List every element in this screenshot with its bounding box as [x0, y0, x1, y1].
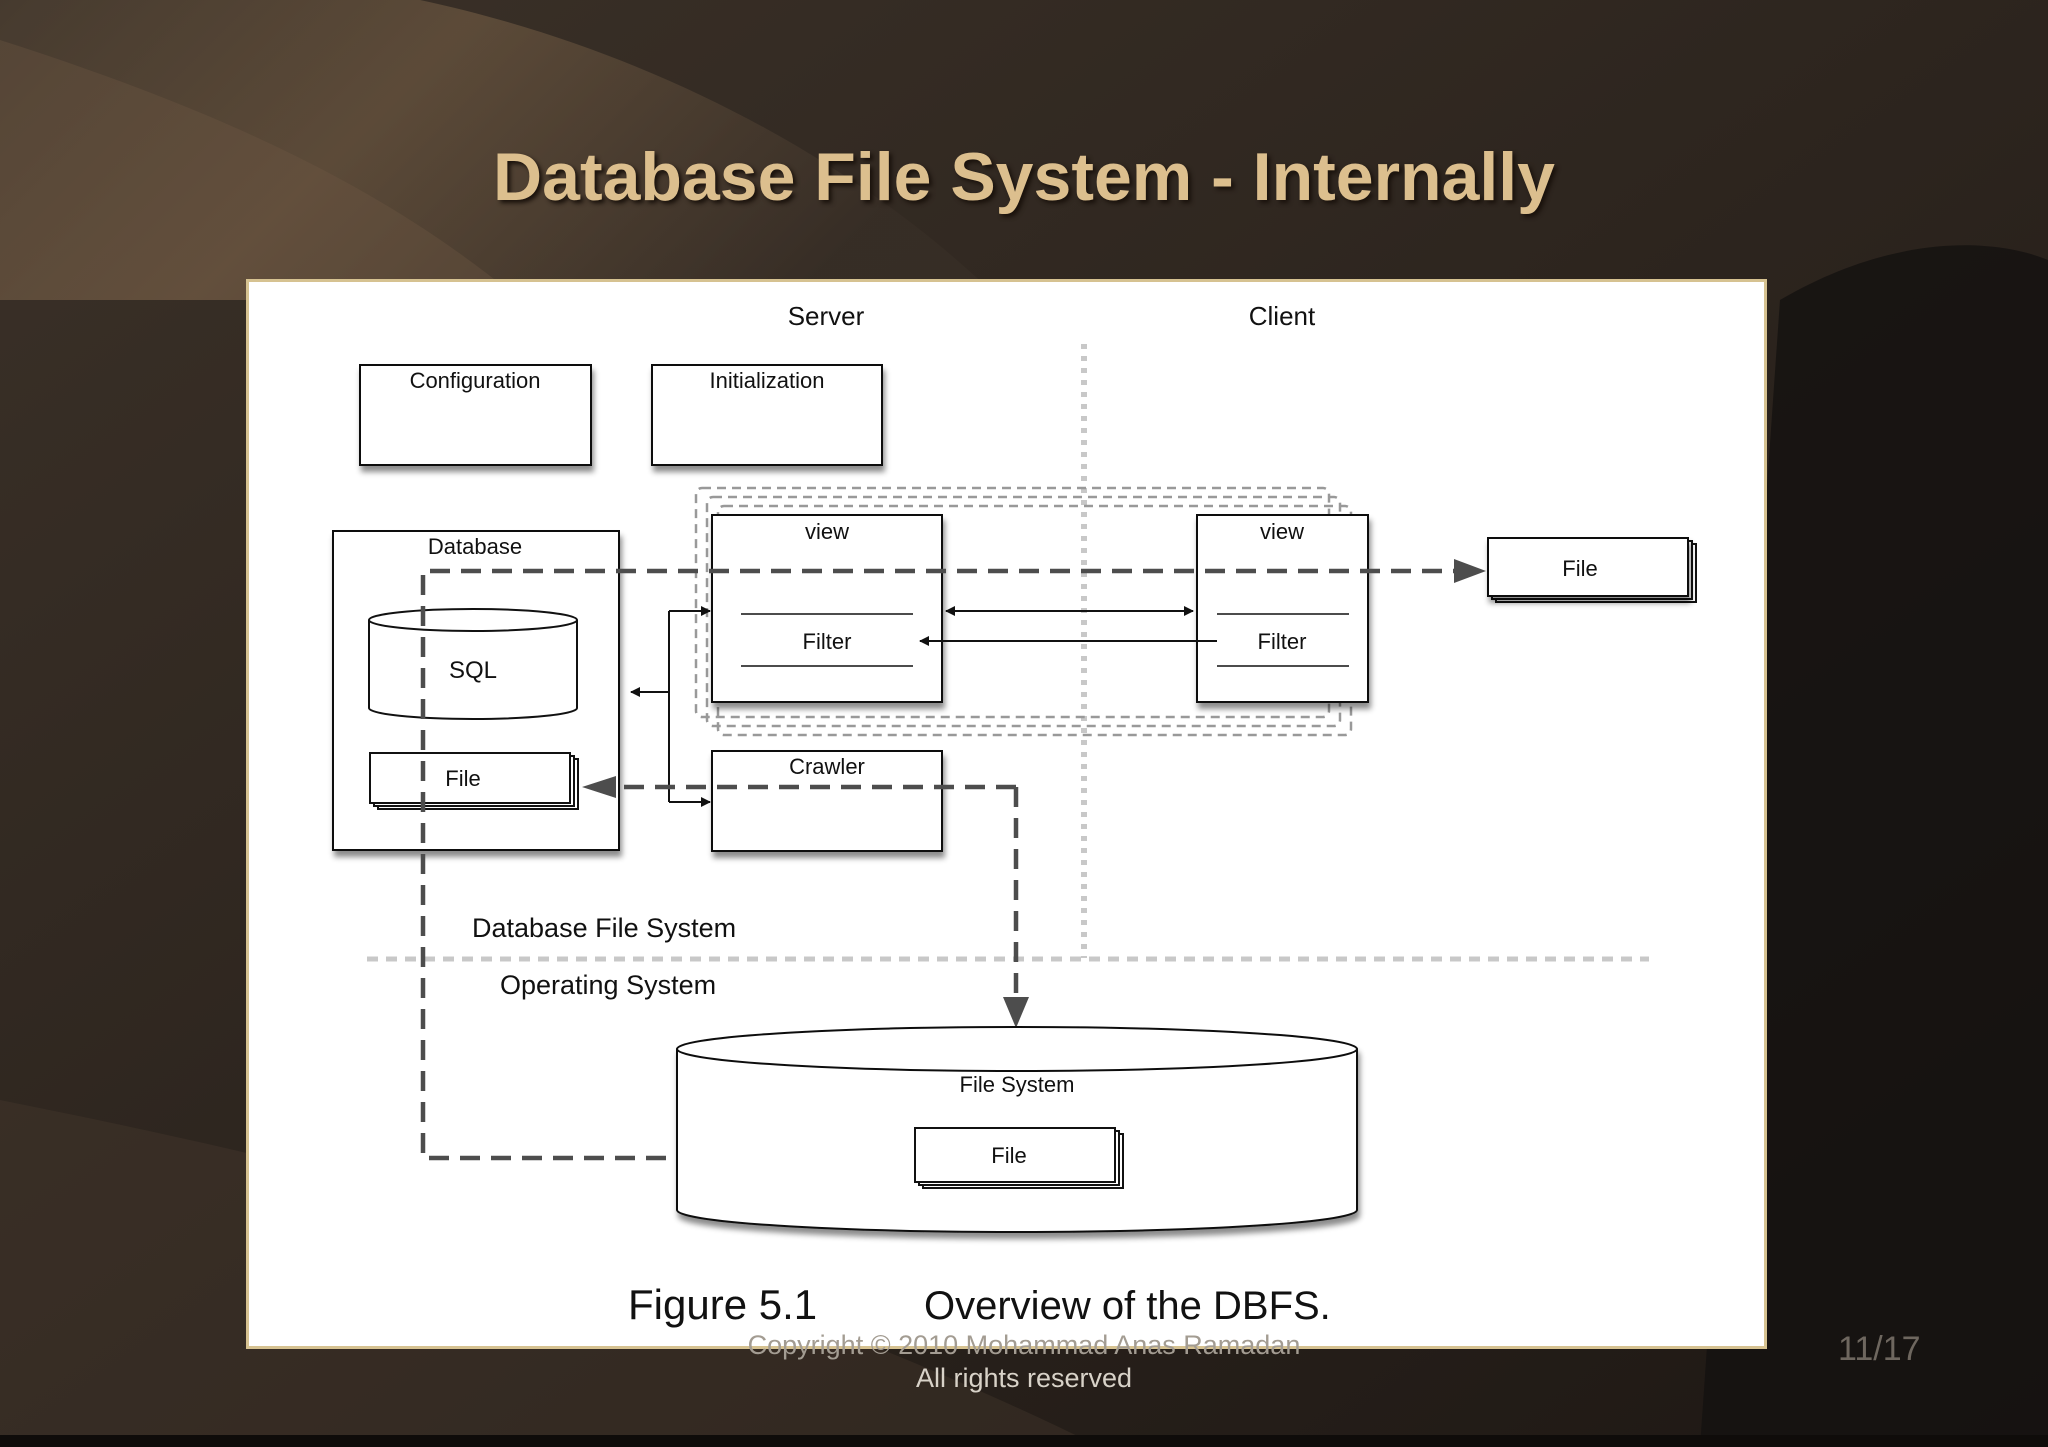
file-system-label: File System: [960, 1072, 1075, 1097]
figure-frame: Server Client Configuration Initializati…: [246, 279, 1767, 1349]
header-server: Server: [788, 301, 865, 331]
arrowhead-to-file-system: [1003, 997, 1029, 1028]
client-view-box: [1196, 514, 1369, 703]
page-number: 11/17: [1838, 1330, 1921, 1368]
crawler-label: Crawler: [789, 754, 865, 779]
slide-title: Database File System - Internally: [493, 139, 1555, 215]
file-access-dashed-path: [420, 568, 1454, 1161]
server-filter-label: Filter: [803, 629, 852, 654]
initialization-box: [651, 364, 883, 466]
client-file-label: File: [1562, 556, 1597, 581]
initialization-label: Initialization: [710, 368, 825, 393]
configuration-box: [359, 364, 592, 466]
sql-label: SQL: [449, 657, 497, 684]
layer-label-os: Operating System: [500, 970, 716, 1000]
database-label: Database: [428, 534, 522, 559]
layer-label-dbfs: Database File System: [472, 913, 736, 943]
header-client: Client: [1249, 301, 1316, 331]
figure-caption-text: Overview of the DBFS.: [924, 1284, 1331, 1328]
rights-text: All rights reserved: [915, 1363, 1133, 1393]
client-file-stack: [1487, 537, 1697, 603]
arrowhead-to-database-file: [582, 776, 616, 798]
server-view-label: view: [805, 519, 849, 544]
client-filter-label: Filter: [1258, 629, 1307, 654]
database-file-stack: [369, 752, 579, 810]
database-file-label: File: [445, 766, 480, 791]
server-view-box: [711, 514, 943, 703]
file-system-file-label: File: [991, 1143, 1026, 1168]
copyright-text: Copyright © 2010 Mohammad Anas Ramadan: [747, 1330, 1301, 1360]
client-view-label: view: [1260, 519, 1304, 544]
dbfs-diagram: Server Client Configuration Initializati…: [332, 301, 1697, 1328]
configuration-label: Configuration: [410, 368, 541, 393]
arrowhead-to-client-file: [1454, 559, 1486, 583]
file-system-file-stack: [914, 1127, 1124, 1189]
crawler-box: [711, 750, 943, 852]
figure-caption-label: Figure 5.1: [628, 1281, 817, 1328]
